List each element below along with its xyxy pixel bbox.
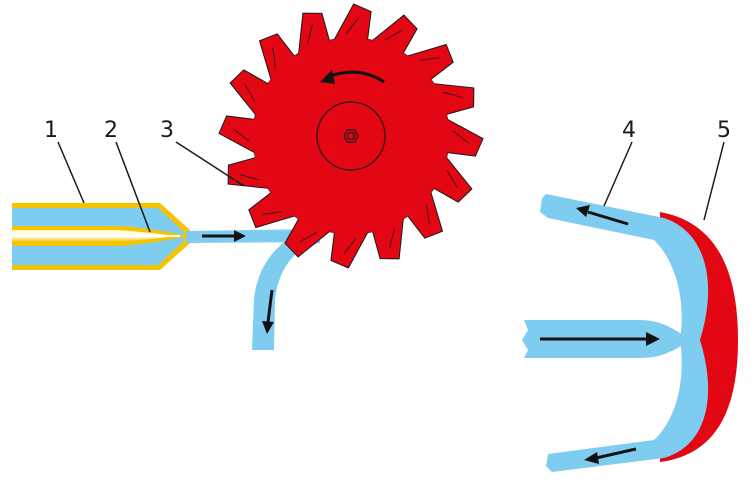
callout-3: 3 [160,118,174,143]
leader-line-4 [603,141,633,207]
bucket-edge [343,237,357,255]
leader-lines [57,141,725,233]
leader-line-5 [703,141,725,221]
callout-1: 1 [44,118,58,143]
curved-arrow-icon [320,70,385,84]
bucket-edge [272,47,276,68]
arrow-icon [540,332,660,346]
bucket-cross-section [522,194,738,472]
arrow-icon [576,205,629,226]
callout-4: 4 [622,118,636,143]
bucket-edge [299,231,317,243]
nozzle-assembly [12,203,190,270]
lower-exit-stream [546,340,709,472]
bucket-edge [452,130,470,144]
bucket-edge [262,211,283,215]
bucket-edge [345,17,359,35]
bucket-edge [443,91,463,98]
water-jet [186,229,320,350]
arrow-icon [584,447,637,464]
leader-line-2 [115,141,151,233]
arrow-icon [202,230,246,242]
leader-line-3 [175,141,245,187]
pelton-wheel [218,3,484,269]
bucket-edge [385,29,403,41]
bucket-edge [419,57,440,61]
bucket-edge [446,170,458,188]
arrow-icon [262,289,274,334]
bucket-edge [239,174,259,181]
bucket-edge [244,84,256,102]
bucket-edge [232,128,250,142]
callout-2: 2 [104,118,118,143]
upper-exit-stream [540,194,709,340]
bucket-edge [306,24,313,44]
axle [346,131,356,141]
leader-line-1 [57,141,85,204]
axle-nut-icon [343,129,359,143]
callout-5: 5 [717,118,731,143]
bucket-edge [389,228,396,248]
bucket-edge [426,204,430,225]
wheel-inner-ring [316,101,386,171]
